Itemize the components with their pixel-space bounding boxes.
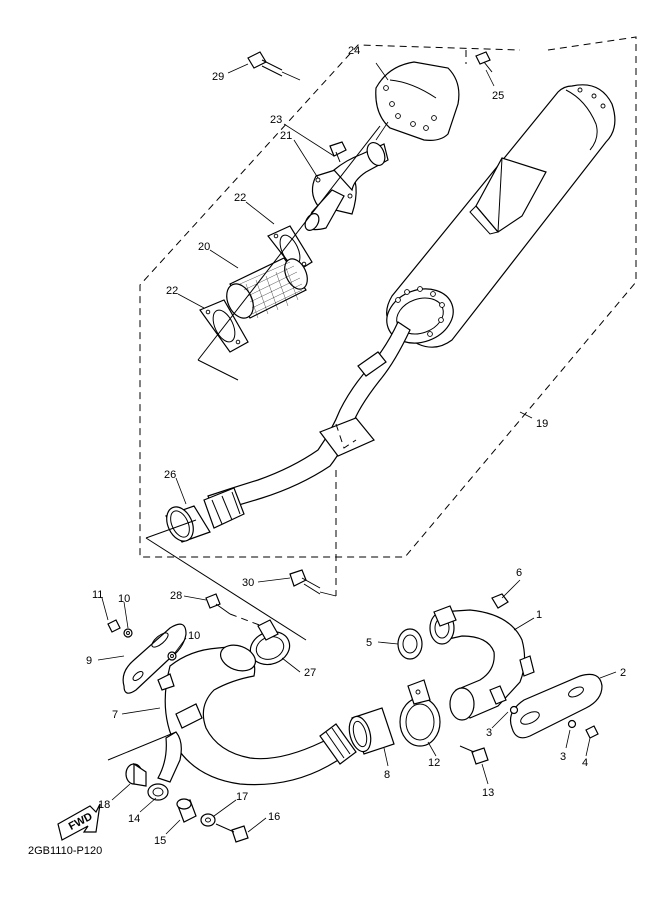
label-11: 11 — [92, 589, 103, 601]
label-5: 5 — [366, 637, 372, 649]
exhaust-pipe-1[interactable] — [429, 605, 535, 721]
label-10-right: 10 — [188, 630, 200, 642]
washer-3b[interactable] — [567, 719, 577, 729]
sleeve-8[interactable] — [346, 707, 395, 755]
washer-17[interactable] — [200, 813, 216, 827]
leader-lines — [97, 62, 617, 835]
label-6: 6 — [516, 567, 522, 579]
label-14: 14 — [128, 813, 140, 825]
sleeve-26[interactable] — [162, 503, 211, 546]
protector-2[interactable] — [509, 673, 603, 739]
label-4: 4 — [582, 757, 588, 769]
bolt-30[interactable] — [289, 569, 321, 595]
inner-pipe[interactable] — [302, 140, 389, 233]
gasket-5[interactable] — [397, 628, 423, 660]
forward-arrow-icon: FWD — [57, 803, 101, 841]
clamp-12[interactable] — [399, 679, 441, 747]
end-cap[interactable] — [375, 61, 460, 141]
label-3-left: 3 — [486, 727, 492, 739]
label-1: 1 — [536, 609, 542, 621]
muffler-pipe[interactable] — [203, 321, 411, 529]
label-18: 18 — [98, 799, 110, 811]
bolt-13[interactable] — [459, 745, 489, 765]
label-20: 20 — [198, 241, 210, 253]
clamp-27[interactable] — [246, 619, 295, 670]
label-15: 15 — [154, 835, 166, 847]
collar-15[interactable] — [176, 798, 197, 823]
label-25: 25 — [492, 90, 504, 102]
label-24: 24 — [348, 45, 360, 57]
heat-protector-9[interactable] — [122, 623, 187, 694]
label-19: 19 — [536, 418, 548, 430]
label-10-top: 10 — [118, 593, 130, 605]
bolt-29[interactable] — [247, 51, 283, 77]
label-22-lower: 22 — [166, 285, 178, 297]
label-17: 17 — [236, 791, 248, 803]
washer-10a[interactable] — [123, 628, 133, 638]
label-30: 30 — [242, 577, 254, 589]
label-13: 13 — [482, 787, 494, 799]
label-26: 26 — [164, 469, 176, 481]
washer-3a[interactable] — [509, 705, 519, 715]
bolt-16[interactable] — [215, 823, 249, 843]
label-23: 23 — [270, 114, 282, 126]
label-28: 28 — [170, 590, 182, 602]
label-3-right: 3 — [560, 751, 566, 763]
label-27: 27 — [304, 667, 316, 679]
damper-18[interactable] — [125, 762, 147, 787]
inner-screen-mesh[interactable] — [222, 255, 312, 322]
exhaust-pipe-7[interactable] — [157, 641, 357, 786]
part-labels: 24 29 25 23 21 22 20 22 19 26 30 28 27 1… — [86, 45, 626, 847]
nut-6[interactable] — [491, 593, 509, 609]
bracket-14[interactable] — [147, 731, 182, 801]
gasket-upper[interactable] — [267, 225, 313, 273]
bolt-28[interactable] — [205, 593, 231, 615]
label-16: 16 — [268, 811, 280, 823]
bolt-23[interactable] — [329, 141, 347, 163]
bolt-11[interactable] — [107, 619, 121, 633]
bolt-4[interactable] — [585, 725, 599, 739]
diagram-code: 2GB1110-P120 — [28, 845, 102, 857]
label-29: 29 — [212, 71, 224, 83]
label-8: 8 — [384, 769, 390, 781]
label-9: 9 — [86, 655, 92, 667]
label-2: 2 — [620, 667, 626, 679]
label-12: 12 — [428, 757, 440, 769]
label-7: 7 — [112, 709, 118, 721]
muffler-assembly-boundary — [139, 36, 637, 558]
label-21: 21 — [280, 130, 292, 142]
bolt-25[interactable] — [475, 51, 493, 73]
label-22-upper: 22 — [234, 192, 246, 204]
